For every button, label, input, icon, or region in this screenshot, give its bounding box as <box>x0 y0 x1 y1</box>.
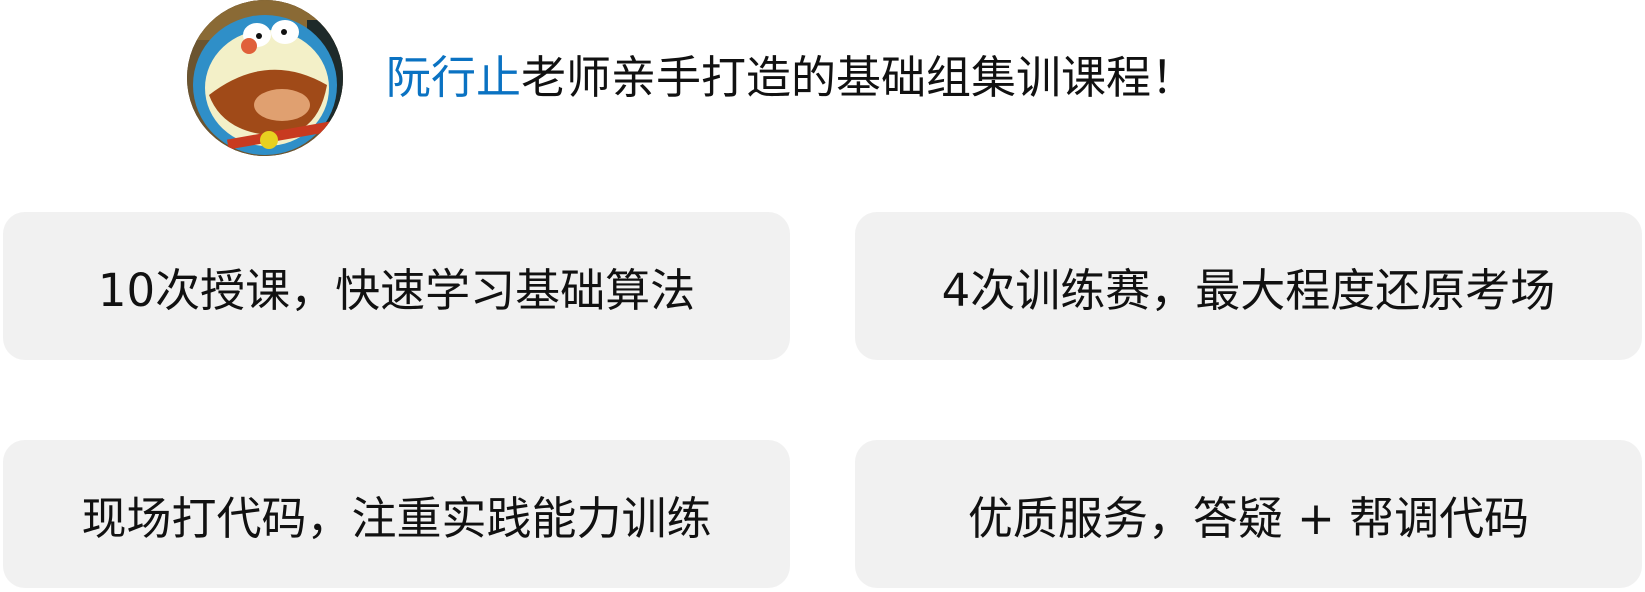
doraemon-avatar-icon <box>187 0 343 156</box>
title-text: 老师亲手打造的基础组集训课程！ <box>521 51 1197 104</box>
feature-card: 4次训练赛，最大程度还原考场 <box>855 212 1642 360</box>
feature-card: 优质服务，答疑 + 帮调代码 <box>855 440 1642 588</box>
feature-label: 4次训练赛，最大程度还原考场 <box>941 263 1556 317</box>
feature-label: 优质服务，答疑 + 帮调代码 <box>967 491 1530 545</box>
feature-label: 10次授课，快速学习基础算法 <box>97 263 696 317</box>
teacher-name: 阮行止 <box>386 51 522 104</box>
feature-card: 现场打代码，注重实践能力训练 <box>3 440 790 588</box>
feature-label: 现场打代码，注重实践能力训练 <box>81 491 712 545</box>
teacher-avatar <box>187 0 343 156</box>
feature-card: 10次授课，快速学习基础算法 <box>3 212 790 360</box>
page-title: 阮行止老师亲手打造的基础组集训课程！ <box>386 48 1196 108</box>
